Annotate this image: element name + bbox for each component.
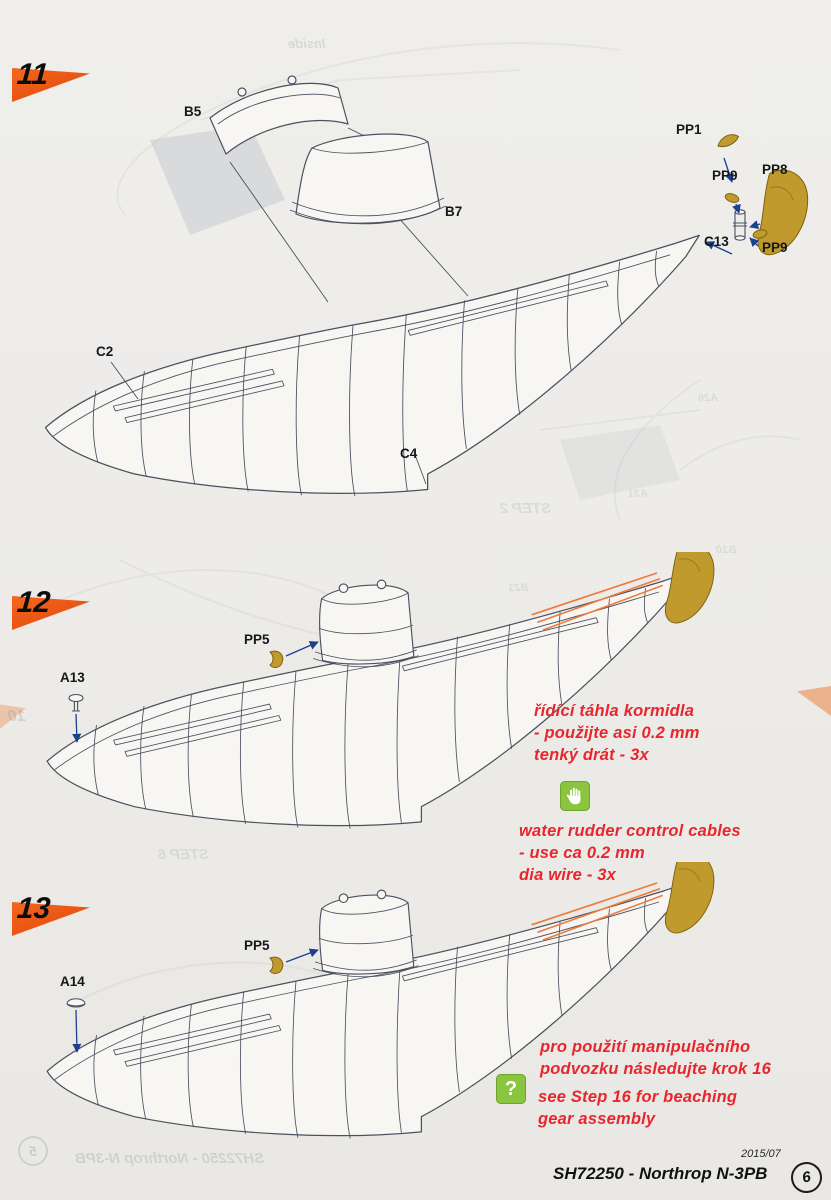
note-czech-step12: řídící táhla kormidla - použijte asi 0.2…	[534, 700, 700, 766]
part-label-a13: A13	[60, 670, 85, 685]
step-12-drawing: PP5 A13	[46, 552, 719, 830]
part-label-pp8: PP8	[762, 162, 788, 177]
note-line: water rudder control cables	[519, 822, 741, 840]
note-line: podvozku následujte krok 16	[540, 1060, 771, 1078]
note-line: pro použití manipulačního	[540, 1038, 751, 1056]
water-rudder	[663, 552, 719, 628]
part-pp9-top	[723, 191, 741, 205]
part-pp5	[269, 650, 284, 668]
part-pp1	[715, 132, 741, 149]
float-pylon	[312, 579, 420, 668]
part-label-pp5: PP5	[244, 938, 270, 953]
part-b5	[209, 75, 349, 155]
rudder-control-cables	[531, 572, 663, 631]
step-12-number: 12	[15, 586, 52, 619]
part-pp5	[269, 956, 284, 974]
blue-assembly-arrows	[72, 948, 319, 1053]
part-label-pp1: PP1	[676, 122, 702, 137]
note-english-step13: see Step 16 for beaching gear assembly	[538, 1086, 737, 1130]
part-label-a14: A14	[60, 974, 85, 989]
step-11-badge: 11	[12, 58, 104, 104]
part-label-pp5: PP5	[244, 632, 270, 647]
note-english-step12: water rudder control cables - use ca 0.2…	[519, 820, 741, 886]
part-label-pp9-bottom: PP9	[762, 240, 788, 255]
note-line: see Step 16 for beaching	[538, 1088, 738, 1106]
note-line: - use ca 0.2 mm	[519, 844, 645, 862]
step-13-badge: 13	[12, 892, 104, 938]
step-13-number: 13	[15, 892, 52, 925]
rudder-control-cables	[531, 882, 663, 941]
part-b7	[289, 133, 447, 225]
part-a13	[68, 693, 84, 712]
note-czech-step13: pro použití manipulačního podvozku násle…	[540, 1036, 771, 1080]
part-label-c13: C13	[704, 234, 729, 249]
note-line: gear assembly	[538, 1110, 656, 1128]
step-11-number: 11	[15, 58, 50, 91]
note-line: dia wire - 3x	[519, 866, 617, 884]
page-number: 6	[800, 1168, 813, 1187]
note-line: řídící táhla kormidla	[534, 702, 695, 720]
hand-icon	[560, 781, 590, 811]
blue-assembly-arrows	[72, 641, 319, 743]
ghost-text-step2: STEP 2	[500, 500, 552, 517]
part-label-b7: B7	[445, 204, 462, 219]
print-date: 2015/07	[741, 1148, 781, 1160]
part-a14	[66, 998, 86, 1008]
part-label-c4: C4	[400, 446, 418, 461]
step-11-drawing: B5 B7 C2 C4 PP1 PP9 PP8 C13 PP9	[44, 75, 810, 496]
part-label-b5: B5	[184, 104, 202, 119]
note-line: tenký drát - 3x	[534, 746, 649, 764]
kit-title: SH72250 - Northrop N-3PB	[553, 1164, 768, 1183]
question-icon-glyph: ?	[504, 1078, 518, 1100]
blue-assembly-arrows	[705, 157, 761, 255]
part-label-pp9-top: PP9	[712, 168, 738, 183]
step-13-drawing: PP5 A14	[46, 862, 719, 1140]
step-12-badge: 12	[12, 586, 104, 632]
ghost-text-inside: Inside	[288, 36, 326, 51]
hand-icon-glyph	[566, 787, 581, 805]
question-icon: ?	[496, 1074, 526, 1104]
note-line: - použijte asi 0.2 mm	[534, 724, 700, 742]
float-hull	[44, 234, 700, 496]
part-label-c2: C2	[96, 344, 113, 359]
part-c13	[732, 209, 748, 241]
float-pylon	[312, 889, 420, 978]
